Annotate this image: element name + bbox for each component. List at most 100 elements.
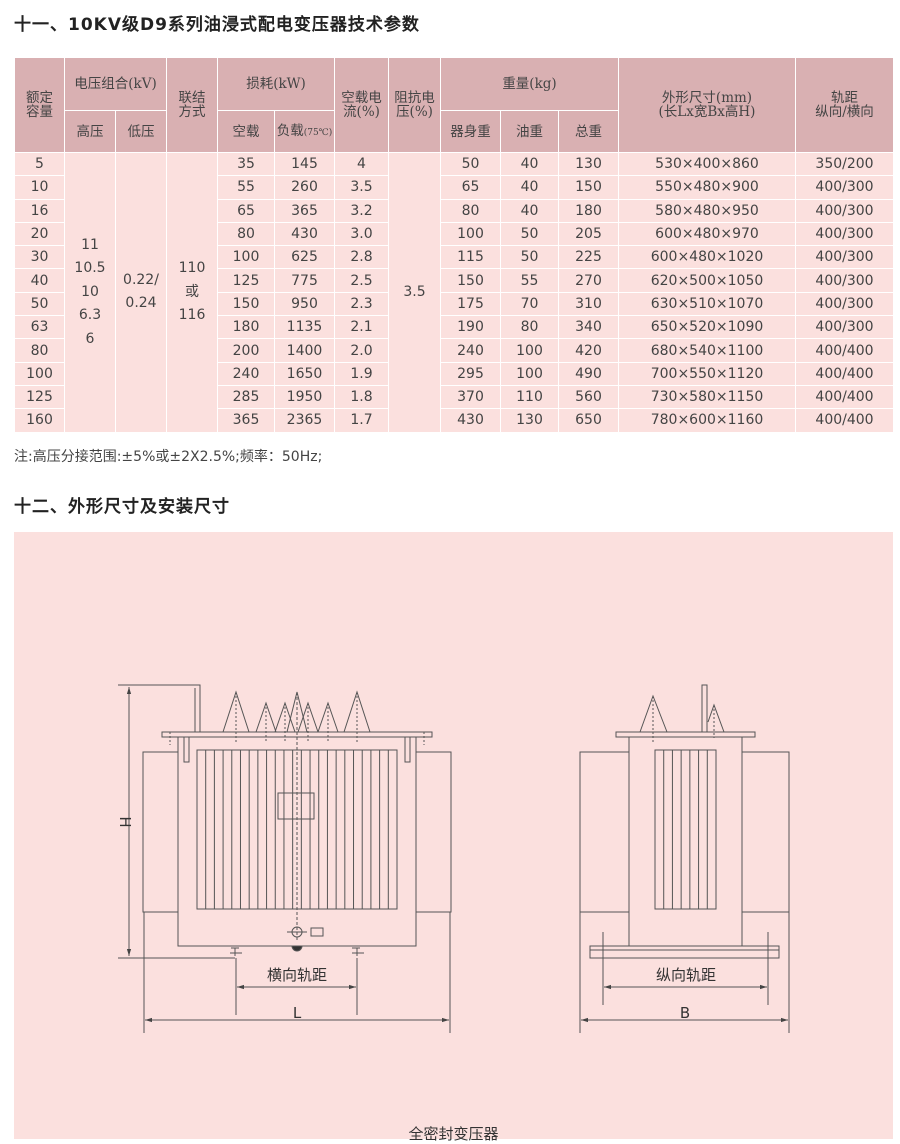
table-note: 注:高压分接范围:±5%或±2X2.5%;频率：50Hz; — [14, 449, 323, 465]
width-label: B — [680, 1004, 690, 1022]
total-weight-cell: 340 — [558, 315, 619, 340]
header-total-weight: 总重 — [558, 110, 619, 153]
header-gauge: 轨距 纵向/横向 — [795, 57, 894, 153]
oil-weight-cell: 55 — [500, 268, 559, 293]
dimensions-cell: 580×480×950 — [618, 198, 796, 223]
body-weight-cell: 65 — [440, 175, 501, 200]
longitudinal-gauge-label: 纵向轨距 — [656, 966, 716, 984]
header-connection: 联结 方式 — [166, 57, 218, 153]
load-loss-cell: 260 — [274, 175, 335, 200]
noload-current-cell: 3.2 — [334, 198, 389, 223]
body-weight-cell: 100 — [440, 221, 501, 247]
merged-hv-cell: 11 10.5 10 6.3 6 — [64, 152, 116, 433]
total-weight-cell: 205 — [558, 221, 619, 247]
noload-current-cell: 1.8 — [334, 384, 389, 410]
capacity-cell: 63 — [14, 315, 65, 340]
radiator-left — [142, 751, 179, 913]
dimensions-cell: 650×520×1090 — [618, 315, 796, 340]
noload-current-cell: 2.0 — [334, 338, 389, 363]
header-oil-weight: 油重 — [500, 110, 559, 153]
height-label: H — [116, 816, 134, 827]
body-weight-cell: 370 — [440, 384, 501, 410]
dimensions-cell: 600×480×970 — [618, 221, 796, 247]
body-weight-cell: 80 — [440, 198, 501, 223]
front-view — [118, 684, 452, 1033]
dimensions-cell: 550×480×900 — [618, 175, 796, 200]
side-cooling-fins — [654, 749, 717, 910]
body-weight-cell: 240 — [440, 338, 501, 363]
dimensions-cell: 700×550×1120 — [618, 361, 796, 386]
header-dims: 外形尺寸(mm) (长Lx宽Bx高H) — [618, 57, 796, 153]
oil-weight-cell: 130 — [500, 408, 559, 433]
capacity-cell: 80 — [14, 338, 65, 363]
header-noload: 空载 — [217, 110, 275, 153]
total-weight-cell: 310 — [558, 291, 619, 317]
load-loss-cell: 1135 — [274, 315, 335, 340]
oil-weight-cell: 40 — [500, 198, 559, 223]
noload-current-cell: 1.7 — [334, 408, 389, 433]
oil-weight-cell: 100 — [500, 361, 559, 386]
section-11-title: 十一、10KV级D9系列油浸式配电变压器技术参数 — [14, 15, 420, 35]
conservator-arm — [118, 684, 201, 732]
load-loss-cell: 1400 — [274, 338, 335, 363]
oil-weight-cell: 50 — [500, 245, 559, 270]
cooling-fins — [196, 749, 398, 910]
load-loss-cell: 365 — [274, 198, 335, 223]
capacity-cell: 30 — [14, 245, 65, 270]
gauge-cell: 400/400 — [795, 408, 894, 433]
capacity-cell: 10 — [14, 175, 65, 200]
transverse-gauge-label: 横向轨距 — [267, 966, 327, 984]
total-weight-cell: 225 — [558, 245, 619, 270]
header-voltage: 电压组合(kV) — [64, 57, 167, 111]
noload-loss-cell: 35 — [217, 151, 275, 177]
gauge-cell: 400/300 — [795, 291, 894, 317]
body-weight-cell: 115 — [440, 245, 501, 270]
load-loss-cell: 950 — [274, 291, 335, 317]
capacity-cell: 16 — [14, 198, 65, 223]
load-loss-cell: 1650 — [274, 361, 335, 386]
side-view — [579, 684, 790, 1033]
bushings — [222, 690, 371, 742]
gauge-cell: 400/400 — [795, 384, 894, 410]
noload-current-cell: 2.8 — [334, 245, 389, 270]
noload-loss-cell: 125 — [217, 268, 275, 293]
nameplate — [277, 792, 315, 820]
gauge-cell: 400/300 — [795, 268, 894, 293]
noload-current-cell: 4 — [334, 151, 389, 177]
load-loss-cell: 145 — [274, 151, 335, 177]
noload-current-cell: 2.5 — [334, 268, 389, 293]
load-loss-cell: 775 — [274, 268, 335, 293]
oil-weight-cell: 40 — [500, 175, 559, 200]
noload-loss-cell: 150 — [217, 291, 275, 317]
oil-weight-cell: 50 — [500, 221, 559, 247]
noload-current-cell: 2.1 — [334, 315, 389, 340]
dimensions-cell: 780×600×1160 — [618, 408, 796, 433]
gauge-cell: 400/400 — [795, 338, 894, 363]
body-weight-cell: 175 — [440, 291, 501, 317]
merged-impedance-cell: 3.5 — [388, 152, 441, 433]
noload-loss-cell: 285 — [217, 384, 275, 410]
side-tank — [628, 736, 743, 947]
base-rail — [589, 945, 780, 959]
noload-loss-cell: 65 — [217, 198, 275, 223]
noload-loss-cell: 55 — [217, 175, 275, 200]
noload-loss-cell: 180 — [217, 315, 275, 340]
gauge-cell: 400/300 — [795, 198, 894, 223]
noload-loss-cell: 100 — [217, 245, 275, 270]
noload-loss-cell: 200 — [217, 338, 275, 363]
gauge-cell: 400/300 — [795, 175, 894, 200]
noload-current-cell: 3.5 — [334, 175, 389, 200]
header-weight: 重量(kg) — [440, 57, 619, 111]
radiator-right — [415, 751, 452, 913]
oil-weight-cell: 40 — [500, 151, 559, 177]
dimensions-cell: 680×540×1100 — [618, 338, 796, 363]
drawing-caption: 全密封变压器 — [408, 1125, 499, 1143]
total-weight-cell: 270 — [558, 268, 619, 293]
